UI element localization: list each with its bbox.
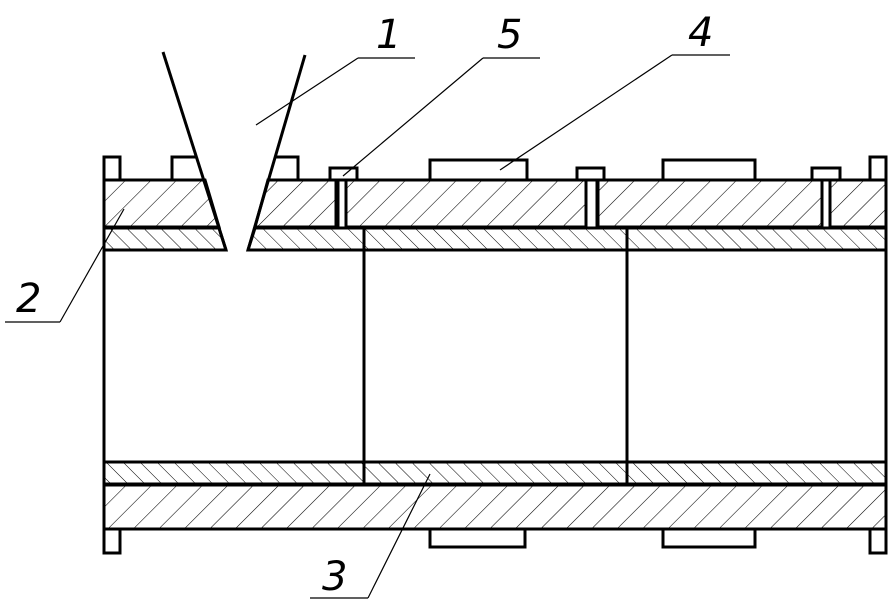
pipe-assembly xyxy=(5,51,888,599)
leader-lines xyxy=(5,54,730,599)
top-liner xyxy=(102,226,888,252)
joint-clip-3 xyxy=(810,166,842,227)
top-bosses xyxy=(170,155,757,180)
bottom-bosses xyxy=(428,529,757,549)
joint-clip-1 xyxy=(328,166,359,227)
label-3: 3 xyxy=(322,554,347,600)
label-2: 2 xyxy=(16,276,41,322)
nozzle-cone xyxy=(161,51,307,251)
bottom-liner xyxy=(102,460,888,486)
label-4: 4 xyxy=(688,10,713,56)
right-flange xyxy=(868,155,888,555)
top-wall-right-segment xyxy=(596,178,888,229)
leader-4 xyxy=(499,54,673,171)
label-5: 5 xyxy=(497,12,522,58)
left-flange xyxy=(102,155,122,555)
bore-joints xyxy=(362,228,629,484)
leader-5 xyxy=(342,57,484,177)
leader-2 xyxy=(59,208,125,323)
leader-3 xyxy=(367,473,431,599)
joint-clip-2 xyxy=(575,166,606,227)
leader-1 xyxy=(255,57,359,126)
label-1: 1 xyxy=(376,12,401,58)
bottom-wall xyxy=(102,483,888,531)
top-wall-left-segment xyxy=(102,178,338,229)
top-wall-middle-segment xyxy=(344,178,588,229)
